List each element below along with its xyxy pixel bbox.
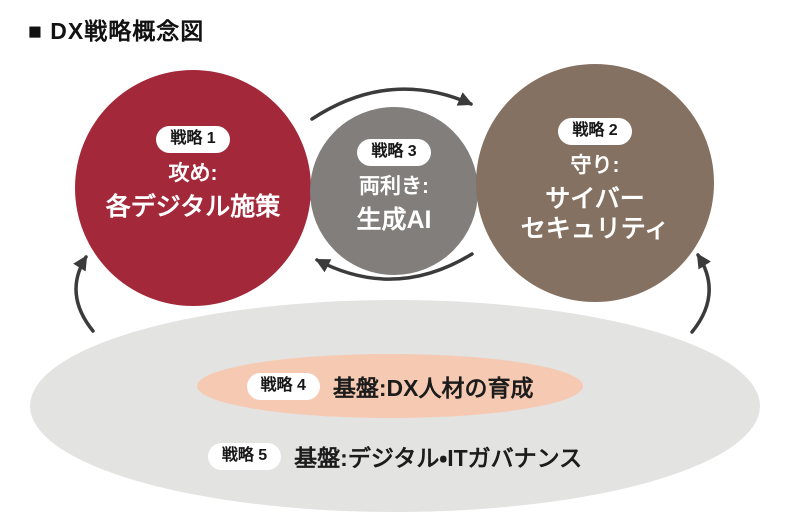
foundation-to-strategy1-arrow-icon (73, 255, 95, 333)
strategy1-subtitle: 攻め: (168, 162, 218, 186)
strategy2-title-line2: セキュリティ (520, 214, 670, 243)
circle-strategy2-defense: 戦略 2 守り: サイバー セキュリティ (476, 64, 714, 302)
strategy1-title: 各デジタル施策 (105, 192, 281, 221)
strategy4-badge: 戦略 4 (246, 372, 320, 400)
foundation-ellipse-dx-talent: 戦略 4 基盤:DX人材の育成 (197, 354, 583, 418)
strategy4-label: 基盤:DX人材の育成 (332, 375, 534, 401)
strategy2-badge: 戦略 2 (558, 118, 632, 146)
strategy3-subtitle: 両利き: (358, 175, 429, 199)
strategy3-badge: 戦略 3 (357, 139, 431, 167)
strategy2-title: サイバー (545, 184, 645, 213)
diagram-title: ■ DX戦略概念図 (28, 18, 205, 44)
strategy3-title: 生成AI (356, 205, 432, 234)
strategy5-badge: 戦略 5 (207, 442, 282, 470)
circle-strategy2-content: 戦略 2 守り: サイバー セキュリティ (520, 118, 670, 243)
circle-strategy1-offense: 戦略 1 攻め: 各デジタル施策 (75, 70, 311, 306)
circle-strategy1-content: 戦略 1 攻め: 各デジタル施策 (105, 126, 281, 221)
strategy1-badge: 戦略 1 (156, 126, 230, 154)
foundation-row-governance: 戦略 5 基盤:デジタル・ITガバナンス (30, 438, 760, 474)
strategy5-label: 基盤:デジタル・ITガバナンス (294, 445, 583, 471)
strategy2-subtitle: 守り: (570, 154, 620, 178)
foundation-to-strategy2-arrow-icon (690, 253, 711, 334)
circle-strategy3-content: 戦略 3 両利き: 生成AI (356, 139, 432, 234)
circle-strategy3-ambidexterity: 戦略 3 両利き: 生成AI (310, 107, 478, 275)
